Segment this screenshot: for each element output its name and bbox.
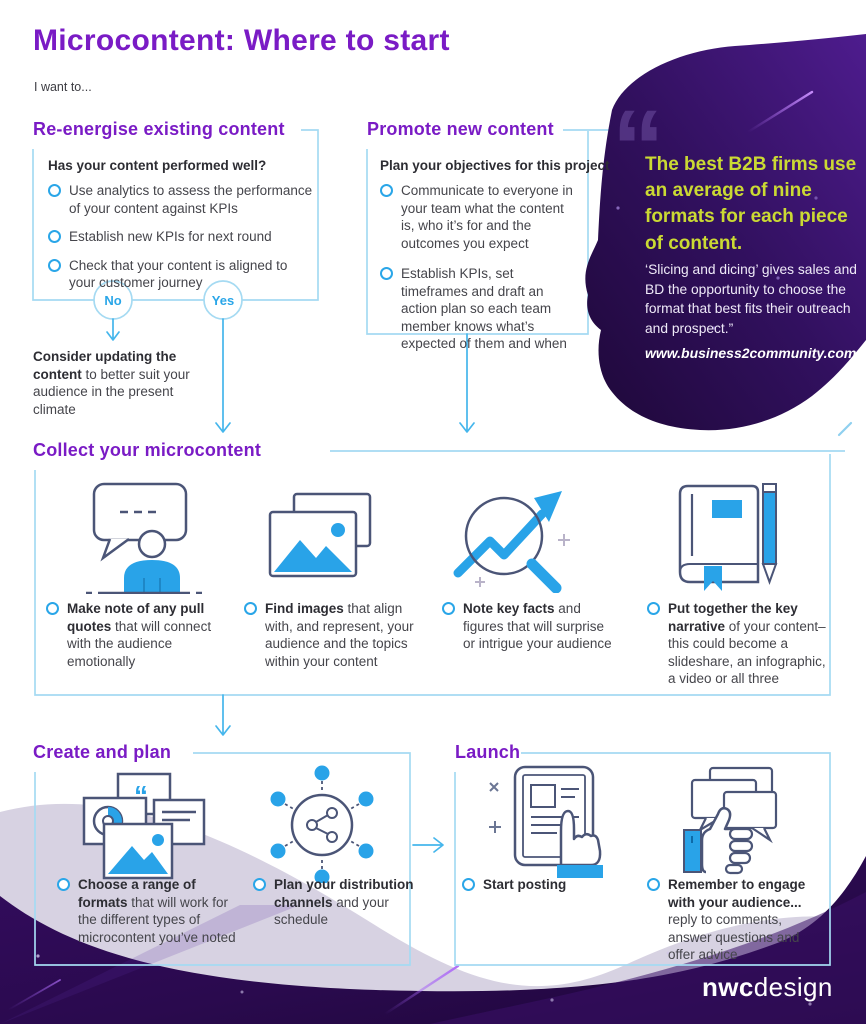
list-item: Use analytics to assess the performance … — [48, 182, 314, 217]
edge-tick — [837, 421, 853, 437]
quote-source: www.business2community.com — [645, 345, 857, 361]
bullet-circle-icon — [48, 258, 61, 272]
quote-headline: The best B2B firms use an average of nin… — [645, 154, 857, 254]
footer-light-overlay — [430, 892, 866, 1024]
section-heading-create: Create and plan — [33, 742, 172, 762]
section-heading-reenergise: Re-energise existing content — [33, 119, 285, 139]
quote-blob — [585, 34, 866, 431]
yes-label: Yes — [211, 293, 235, 308]
footer-shooting-star — [383, 964, 460, 1016]
reenergise-lead: Has your content performed well? — [48, 158, 267, 173]
bullet-circle-icon — [48, 184, 61, 197]
collect-arrow — [215, 694, 231, 736]
list-item: Communicate to everyone in your team wha… — [380, 182, 576, 252]
collect-item-4: Put together the key narrative of your c… — [647, 600, 829, 688]
collect-item-3: Note key facts and figures that will sur… — [442, 600, 618, 653]
tablet-tap-icon — [487, 765, 617, 880]
quote-person-icon — [72, 482, 207, 594]
launch-box-outline — [454, 752, 831, 966]
quote-body: ‘Slicing and dicing’ gives sales and BD … — [645, 262, 857, 336]
brand-logo-light: design — [753, 972, 833, 1002]
images-icon — [258, 490, 378, 590]
promote-lead: Plan your objectives for this project — [380, 158, 610, 173]
bullet-circle-icon — [48, 230, 61, 244]
brand-logo: nwcdesign — [702, 972, 833, 1003]
bullet-circle-icon — [244, 602, 257, 615]
list-item: Establish new KPIs for next round — [48, 228, 314, 246]
footer-shooting-star-2 — [7, 979, 61, 1011]
create-to-launch-arrow — [412, 837, 444, 853]
open-quote-icon: “ — [612, 89, 665, 206]
formats-cards-icon: “ — [78, 772, 208, 884]
section-heading-promote: Promote new content — [367, 119, 554, 139]
create-item-2: Plan your distribution channels and your… — [253, 876, 428, 929]
page-subtitle: I want to... — [34, 80, 92, 94]
lavender-wave — [0, 803, 866, 1024]
bullet-circle-icon — [380, 184, 393, 197]
bullet-circle-icon — [57, 878, 70, 891]
engage-thumbsup-icon — [648, 766, 783, 878]
magnifier-trend-icon — [452, 478, 582, 593]
bullet-circle-icon — [46, 602, 59, 615]
distribution-network-icon — [262, 763, 382, 883]
blob-shooting-star — [746, 90, 814, 134]
notebook-pencil-icon — [666, 480, 781, 592]
collect-item-1: Make note of any pull quotes that will c… — [46, 600, 222, 670]
collect-box-outline — [34, 450, 845, 696]
no-label: No — [104, 293, 122, 308]
promote-arrow — [459, 333, 475, 433]
collect-item-2: Find images that align with, and represe… — [244, 600, 422, 670]
section-heading-launch: Launch — [455, 742, 521, 762]
promote-list: Communicate to everyone in your team wha… — [380, 182, 576, 353]
bullet-circle-icon — [253, 878, 266, 891]
bullet-circle-icon — [462, 878, 475, 891]
reenergise-list: Use analytics to assess the performance … — [48, 182, 314, 292]
bullet-circle-icon — [442, 602, 455, 615]
no-result-text: Consider updating the content to better … — [33, 349, 190, 417]
page-title: Microcontent: Where to start — [33, 24, 450, 57]
create-box-outline — [34, 752, 411, 966]
list-item: Check that your content is aligned to yo… — [48, 257, 314, 292]
reenergise-box-outline — [32, 129, 319, 301]
yes-arrow — [215, 318, 231, 433]
list-item: Establish KPIs, set timeframes and draft… — [380, 265, 576, 353]
launch-item-1: Start posting — [462, 876, 622, 894]
create-item-1: Choose a range of formats that will work… — [57, 876, 245, 946]
bullet-circle-icon — [380, 267, 393, 281]
brand-logo-bold: nwc — [702, 972, 754, 1002]
launch-item-2: Remember to engage with your audience...… — [647, 876, 817, 964]
bullet-circle-icon — [647, 602, 660, 615]
no-arrow — [106, 318, 120, 341]
section-heading-collect: Collect your microcontent — [33, 440, 262, 460]
bullet-circle-icon — [647, 878, 660, 891]
